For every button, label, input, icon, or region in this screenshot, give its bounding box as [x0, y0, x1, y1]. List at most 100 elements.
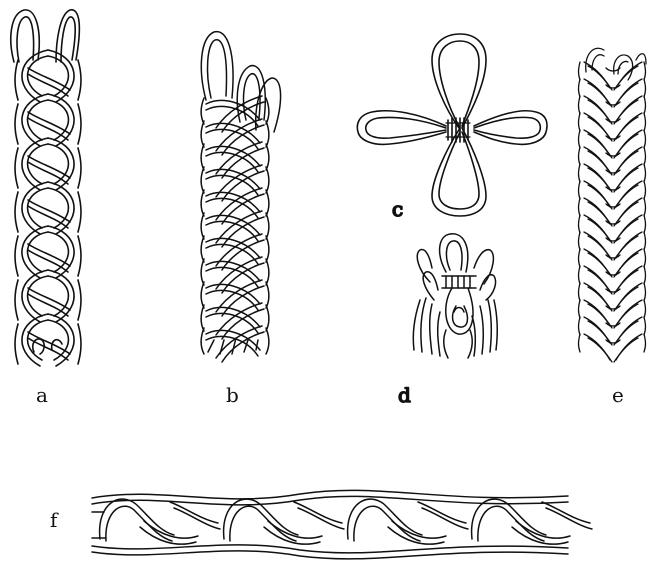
- chain-f-cross: [542, 502, 590, 523]
- label-d: d: [398, 383, 411, 407]
- chain-b-rim: [266, 144, 269, 170]
- chain-b-top-loop: [201, 32, 233, 100]
- chain-b-rim: [201, 144, 204, 170]
- chain-e-rim: [579, 232, 581, 250]
- chain-a-cross: [28, 332, 70, 354]
- chain-e-rim: [579, 300, 581, 318]
- chain-b-rim: [266, 236, 269, 262]
- chain-b-rim: [201, 167, 204, 193]
- chain-b-rim: [266, 213, 269, 239]
- chain-e-rim: [579, 181, 581, 199]
- chain-e-rim: [579, 198, 581, 216]
- chain-e-rim: [644, 147, 646, 165]
- chain-e-rim: [579, 164, 581, 182]
- chain-a-rim: [15, 192, 18, 232]
- label-b: b: [226, 383, 239, 407]
- chain-e-top: [614, 55, 633, 80]
- chain-a-top-loop-inner: [61, 17, 75, 62]
- chain-e-rim: [644, 215, 646, 233]
- chain-a-cross: [28, 200, 70, 222]
- chain-a-rim: [78, 280, 81, 320]
- label-c: c: [392, 197, 403, 221]
- chain-e-rim: [644, 317, 646, 335]
- chain-a-rim: [15, 236, 18, 276]
- chain-a-rim: [15, 280, 18, 320]
- chain-a-cross: [28, 112, 70, 134]
- chain-b-top-loop-inner: [208, 40, 227, 98]
- chain-f-link: [354, 506, 420, 541]
- chain-a-cross: [28, 68, 70, 90]
- chain-e-rim: [579, 130, 581, 148]
- chain-e-rim: [579, 334, 581, 352]
- chain-e-rim: [644, 113, 646, 131]
- chain-e-rim: [644, 266, 646, 284]
- chain-a-rim: [78, 236, 81, 276]
- chain-e-rim: [644, 300, 646, 318]
- chain-a-rim: [78, 192, 81, 232]
- chain-a-rim: [15, 104, 18, 144]
- chain-e-rim: [579, 283, 581, 301]
- chain-e-rim: [644, 130, 646, 148]
- chain-b-rim: [266, 167, 269, 193]
- chain-f-link: [230, 506, 296, 541]
- chain-f-cross: [170, 502, 218, 523]
- chain-e-rim: [579, 249, 581, 267]
- chain-b-rim: [201, 259, 204, 285]
- chain-e-rim: [644, 79, 646, 97]
- chain-b-rim: [201, 282, 204, 308]
- chain-e-rim: [579, 96, 581, 114]
- label-a: a: [36, 383, 48, 407]
- chain-b-rim: [201, 328, 204, 354]
- chain-b-rim: [201, 236, 204, 262]
- chain-e-rim: [579, 215, 581, 233]
- chain-b-rim: [266, 121, 269, 147]
- chain-e-rim: [579, 147, 581, 165]
- chain-e-rim: [579, 79, 581, 97]
- chain-a-rim: [78, 148, 81, 188]
- chain-e-rim: [644, 283, 646, 301]
- panel-c-cross-ring: c: [357, 34, 547, 221]
- chain-f-cross: [298, 508, 344, 529]
- chain-b-rim: [201, 305, 204, 331]
- chain-e-rim: [644, 198, 646, 216]
- label-f: f: [50, 508, 59, 532]
- chain-e-rim: [644, 181, 646, 199]
- chain-b-rim: [201, 98, 204, 124]
- chain-b-rim: [266, 190, 269, 216]
- panel-b-chain: b: [201, 32, 281, 407]
- chain-e-rim: [579, 62, 581, 80]
- chain-a-cross: [28, 288, 70, 310]
- chain-b-rim: [266, 282, 269, 308]
- chain-f-cross: [546, 508, 592, 529]
- chain-e-rim: [644, 96, 646, 114]
- chain-b-rim: [266, 98, 269, 124]
- chain-a-cross: [28, 244, 70, 266]
- chain-f-link: [106, 506, 172, 541]
- chain-a-rim: [78, 60, 81, 100]
- chain-b-rim: [266, 328, 269, 354]
- chain-a-cross: [28, 156, 70, 178]
- chain-f-cross: [174, 508, 220, 529]
- chain-a-rim: [15, 148, 18, 188]
- chain-a-rim: [78, 104, 81, 144]
- chain-a-rim: [15, 324, 18, 364]
- chain-a-top-loop-inner: [17, 17, 34, 62]
- panel-e-chain: e: [579, 48, 647, 407]
- chain-e-rim: [644, 62, 646, 80]
- chain-e-rim: [644, 232, 646, 250]
- chain-e-rim: [579, 317, 581, 335]
- chain-b-rim: [201, 121, 204, 147]
- chain-b-rim: [266, 259, 269, 285]
- panel-f-chain: f: [50, 490, 592, 559]
- chain-a-rim: [15, 60, 18, 100]
- chain-b-rim: [266, 305, 269, 331]
- chain-a-link: [48, 314, 74, 366]
- chain-e-rim: [644, 164, 646, 182]
- chain-b-rim: [201, 213, 204, 239]
- chain-f-link: [478, 506, 544, 541]
- panel-d-chain-start: d: [398, 234, 497, 407]
- chain-e-rim: [579, 113, 581, 131]
- label-e: e: [612, 383, 624, 407]
- chain-f-cross: [418, 502, 466, 523]
